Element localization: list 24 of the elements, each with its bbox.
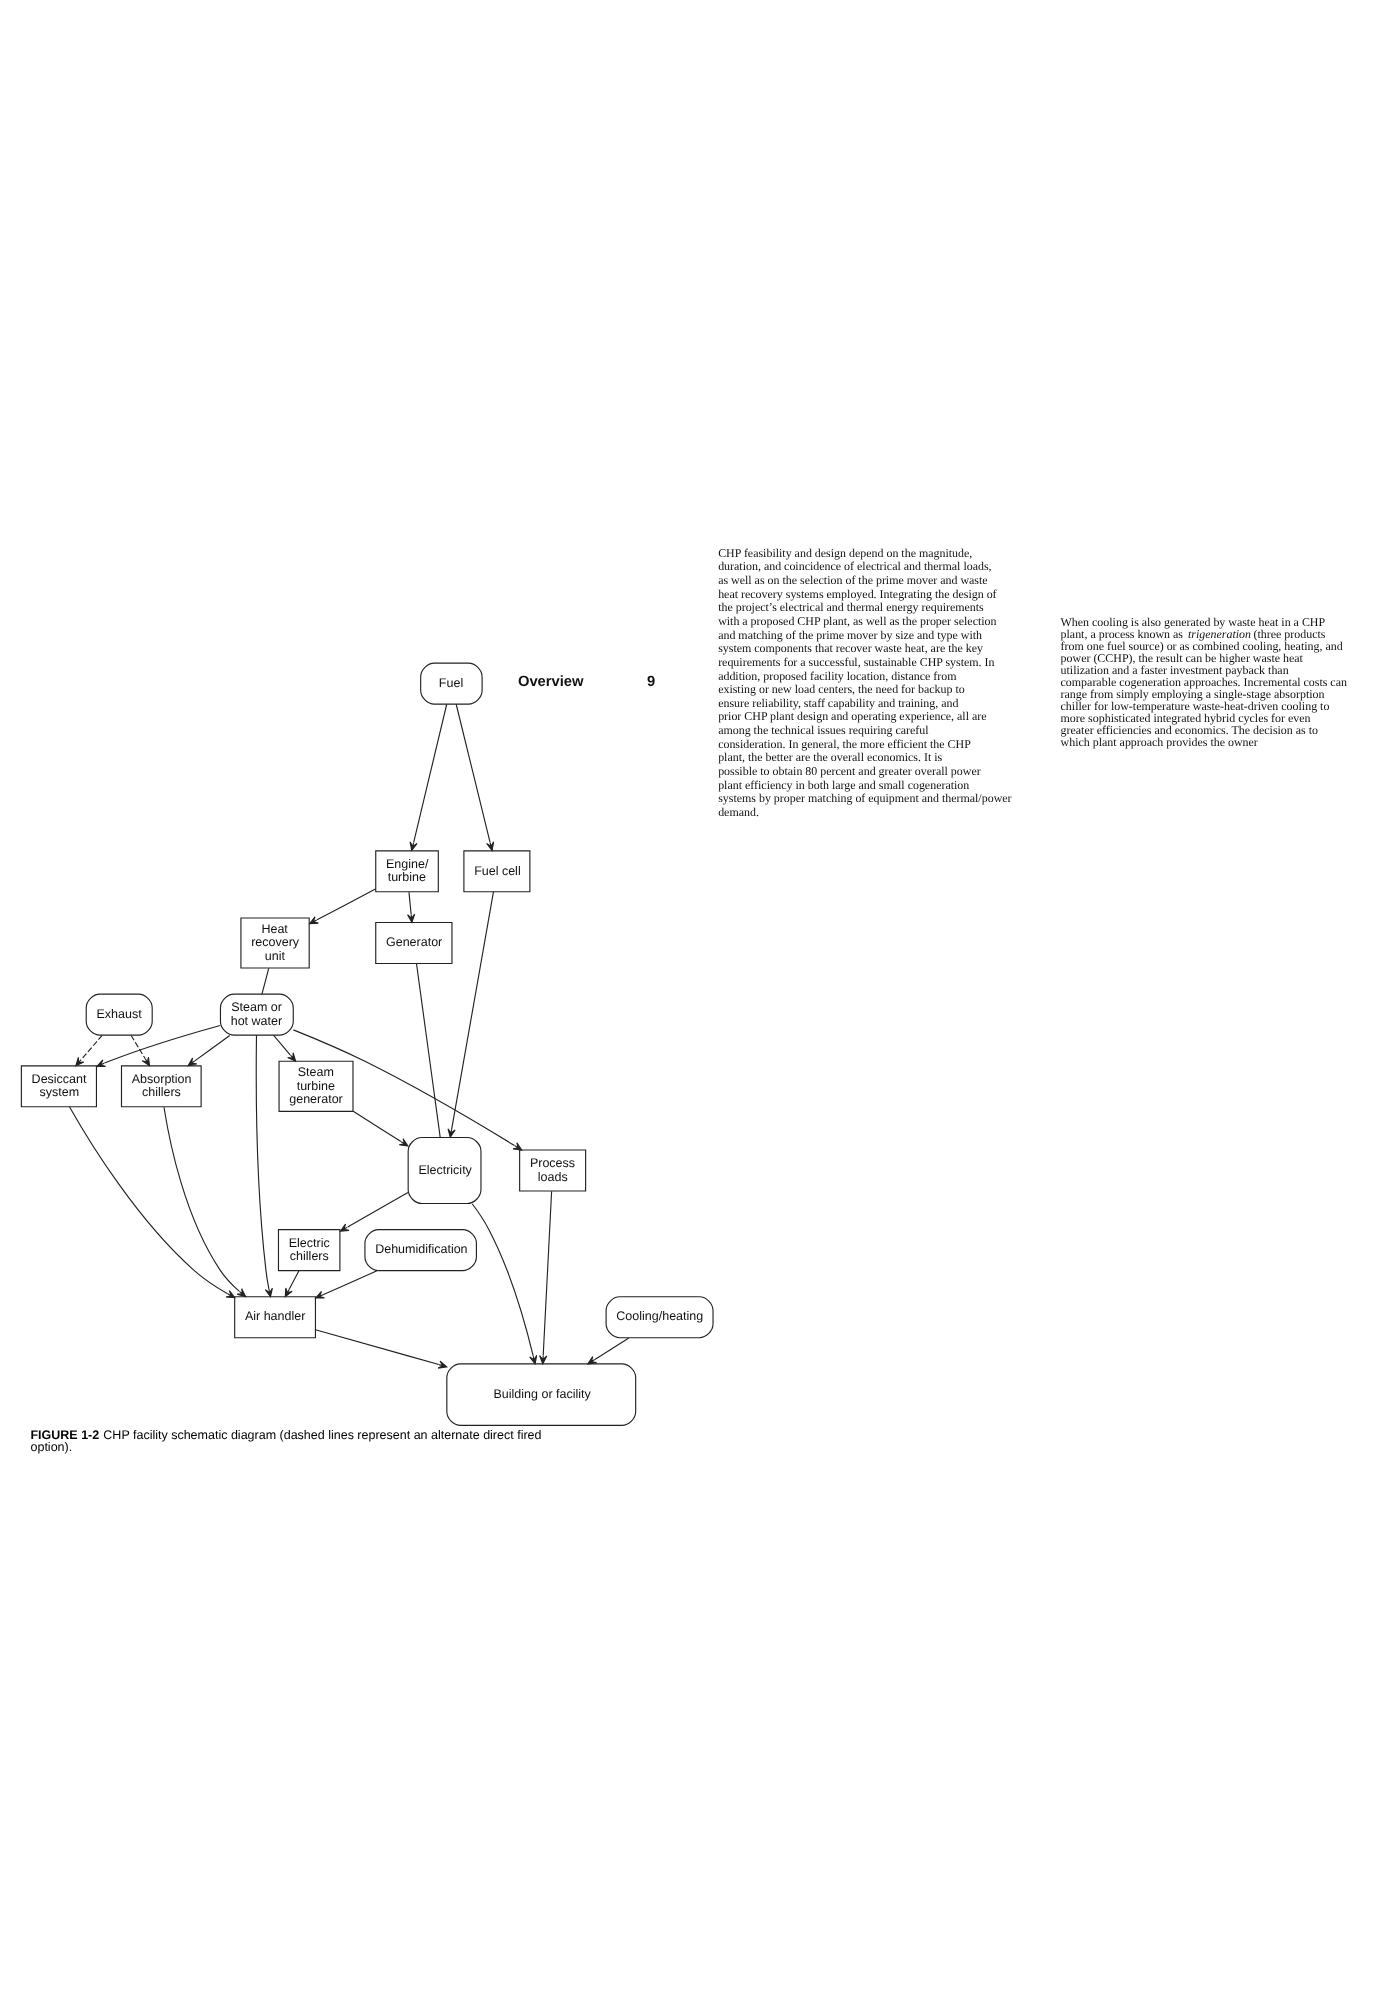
arrow (309, 887, 376, 924)
arrow (539, 1189, 553, 1364)
connector (415, 962, 441, 1137)
arrow (163, 1105, 247, 1297)
arrow (587, 1336, 630, 1364)
arrow (284, 1269, 300, 1297)
arrow (96, 1023, 221, 1067)
arrow (292, 1028, 523, 1150)
arrow (407, 890, 416, 922)
arrow (455, 702, 495, 850)
arrow (409, 702, 448, 850)
arrow (69, 1105, 236, 1298)
arrow (273, 1033, 297, 1061)
arrow (447, 890, 495, 1137)
connector (261, 966, 270, 994)
arrow (471, 1202, 538, 1364)
arrow (130, 1033, 151, 1066)
arrow (75, 1033, 103, 1066)
arrow (187, 1033, 231, 1066)
arrow (315, 1269, 378, 1298)
arrow (314, 1328, 448, 1368)
arrow (352, 1109, 409, 1146)
arrow (339, 1191, 409, 1231)
arrow (255, 1033, 273, 1297)
